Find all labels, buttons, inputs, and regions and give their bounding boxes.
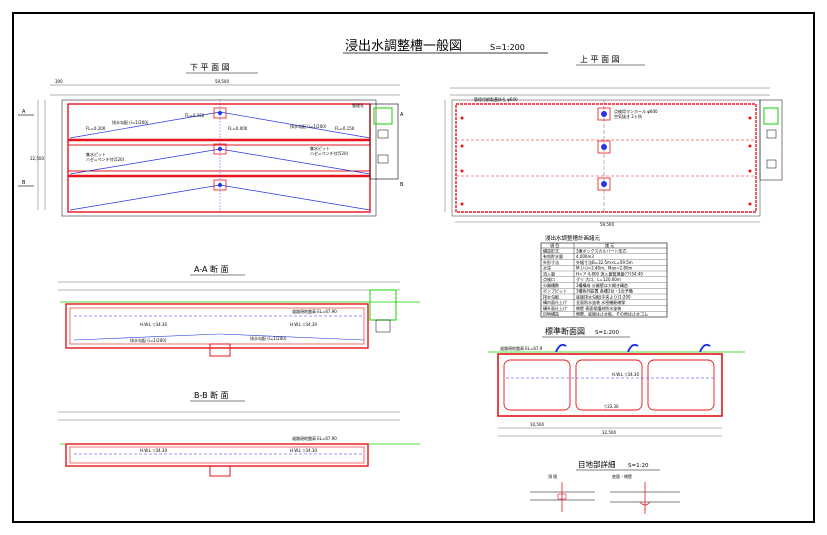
spec-row-value: 側壁 表面保護材防水塗装	[576, 305, 621, 311]
std-section-drawing: 32,500 10,500 道路現地盤高 EL=67.9 H.W.L ▽34.3…	[488, 343, 745, 437]
lower-plan-dim-left: 300	[55, 79, 63, 84]
ladder-label: 管理孔	[352, 102, 364, 108]
pump-note-label: ハゼ=ペンチ付(520)	[86, 156, 125, 162]
slope-label-1: 排水勾配 (i=1/200)	[112, 119, 149, 125]
spec-row-item: 構外面仕上げ	[543, 305, 567, 311]
spec-row-value: 3槽構成 分離壁は大開き構造	[576, 282, 628, 288]
std-wl-label: H.W.L ▽34.30	[612, 372, 639, 377]
spec-row-value: 4,000m3	[576, 254, 594, 259]
std-lwl-label: ▽33.30	[604, 404, 619, 409]
std-section-title: 標準断面図	[545, 326, 585, 336]
lower-plan-dim-height: 32,500	[30, 156, 44, 161]
spec-row-item: ポンプピット	[543, 288, 567, 294]
spec-row-value: グリ 大口、L=120.00m	[576, 276, 621, 282]
pump-pit2-label: 集水ピット	[310, 145, 330, 151]
aa-slope2-label: 排水勾配 (i=1/200)	[250, 335, 287, 341]
joint-detail-drawing: 頂 版 底版・側壁	[530, 473, 680, 514]
spec-row-item: 構内面仕上げ	[543, 299, 567, 305]
sheet-title: 浸出水調整槽一般図	[345, 38, 462, 54]
spec-header-item: 項 目	[550, 243, 559, 248]
marker-a-right: A	[400, 112, 404, 118]
pump-pit-label: 集水ピット	[86, 151, 106, 157]
fl-left-label: FL=0.200	[86, 126, 106, 131]
section-bb-title: B-B 断 面	[194, 390, 229, 400]
bb-ground-label: 道路現地盤高 EL=67.90	[292, 435, 337, 441]
spec-row-item: 水深	[543, 265, 551, 271]
aa-ground-label: 道路現地盤高 EL=67.90	[292, 308, 337, 314]
spec-row-item: 排水勾配	[543, 293, 559, 299]
std-dim-bay: 10,500	[530, 422, 544, 427]
lower-plan-drawing: 59,500 300 32,500 FL=0.200 FL=0.150 FL	[18, 79, 404, 217]
section-aa-drawing: H.W.L ▽34.30 H.W.L ▽34.30 道路現地盤高 EL=67.9…	[58, 281, 420, 357]
spec-table-title: 浸出水調整槽計画諸元	[545, 234, 601, 242]
pump-note2-label: ハゼ=ペンチ付(520)	[310, 150, 349, 156]
spec-row-value: 外幅寸法B=32.5m×L=59.5m	[576, 259, 633, 265]
drawing-frame	[12, 12, 815, 523]
marker-b-right: B	[400, 182, 404, 188]
fl-right-label: FL=0.150	[335, 126, 355, 131]
spec-row-item: 点検口	[543, 276, 555, 282]
upper-plan-title: 上 平 面 図	[580, 55, 620, 64]
joint-scale: S=1:20	[628, 463, 649, 469]
spec-row-value: 3槽各列設置 各槽2台・1台予備	[576, 288, 633, 294]
upper-plan-drawing: 59,500 管理用鋼製蓋掛孔 φ600 点検用マンホール φ600 空気抜き …	[444, 87, 783, 227]
spec-row-item: 外形寸法	[543, 259, 559, 265]
spec-row-item: 分離槽数	[543, 282, 559, 288]
marker-b-left: B	[22, 180, 26, 186]
spec-row-item: 有効貯水量	[543, 253, 563, 259]
spec-row-value: H=ア 4,800 流入量管理量(ワ)54.40	[576, 270, 643, 276]
spec-header-value: 諸 元	[605, 242, 614, 248]
section-bb-drawing: H.W.L ▽34.30 H.W.L ▽34.30 道路現地盤高 EL=67.9…	[58, 411, 420, 477]
upper-plan-dim-total: 59,500	[600, 222, 614, 227]
bb-wl2-label: H.W.L ▽34.30	[290, 448, 317, 453]
lower-plan-dim-total: 59,500	[215, 79, 229, 84]
spec-row-value: M.(ハ)=2.40m、Max=2.80m	[576, 266, 633, 271]
marker-a-left: A	[22, 109, 26, 115]
spec-row-value: 3連ボックスカルバート形式	[576, 247, 626, 253]
lower-plan-title: 下 平 面 図	[190, 63, 230, 72]
std-dim-total: 32,500	[602, 430, 616, 435]
joint-side-label: 底版・側壁	[612, 473, 632, 479]
sheet-scale: S=1:200	[490, 43, 525, 52]
slope-label-2: 排水勾配 (i=1/200)	[290, 123, 327, 129]
section-aa-title: A-A 断 面	[194, 264, 229, 274]
fl-mid2-label: FL=0.000	[228, 126, 248, 131]
aa-slope-label: 排水勾配 (i=1/200)	[130, 337, 167, 343]
aa-wl-label: H.W.L ▽34.30	[140, 322, 167, 327]
spec-row-item: 構造形式	[543, 247, 559, 253]
joint-top-label: 頂 版	[548, 473, 557, 479]
manhole-label: 管理用鋼製蓋掛孔 φ600	[474, 96, 518, 102]
inspect-label: 点検用マンホール φ600	[614, 108, 658, 114]
spec-table: 浸出水調整槽計画諸元 項 目 諸 元 構造形式 3連ボックスカルバート形式有効貯水…	[540, 234, 668, 318]
aa-wl2-label: H.W.L ▽34.30	[290, 322, 317, 327]
std-ground-label: 道路現地盤高 EL=67.9	[500, 345, 543, 351]
spec-row-value: 全面防水塗装 水密機能確保	[576, 299, 625, 305]
inspect2-label: 空気抜き 2ヶ所	[614, 113, 642, 119]
spec-row-value: 側壁、底版は止水板、その他は止水ゴム	[576, 311, 648, 317]
std-section-scale: S=1:200	[595, 330, 619, 336]
bb-wl-label: H.W.L ▽34.30	[140, 448, 167, 453]
spec-row-item: 目地構造	[543, 311, 559, 317]
spec-row-item: 流入量	[543, 270, 555, 276]
spec-row-value: 底版排水勾配(中央より)1:200	[576, 293, 631, 299]
joint-title: 目地部詳細	[578, 459, 616, 469]
fl-mid-label: FL=0.150	[185, 113, 205, 118]
